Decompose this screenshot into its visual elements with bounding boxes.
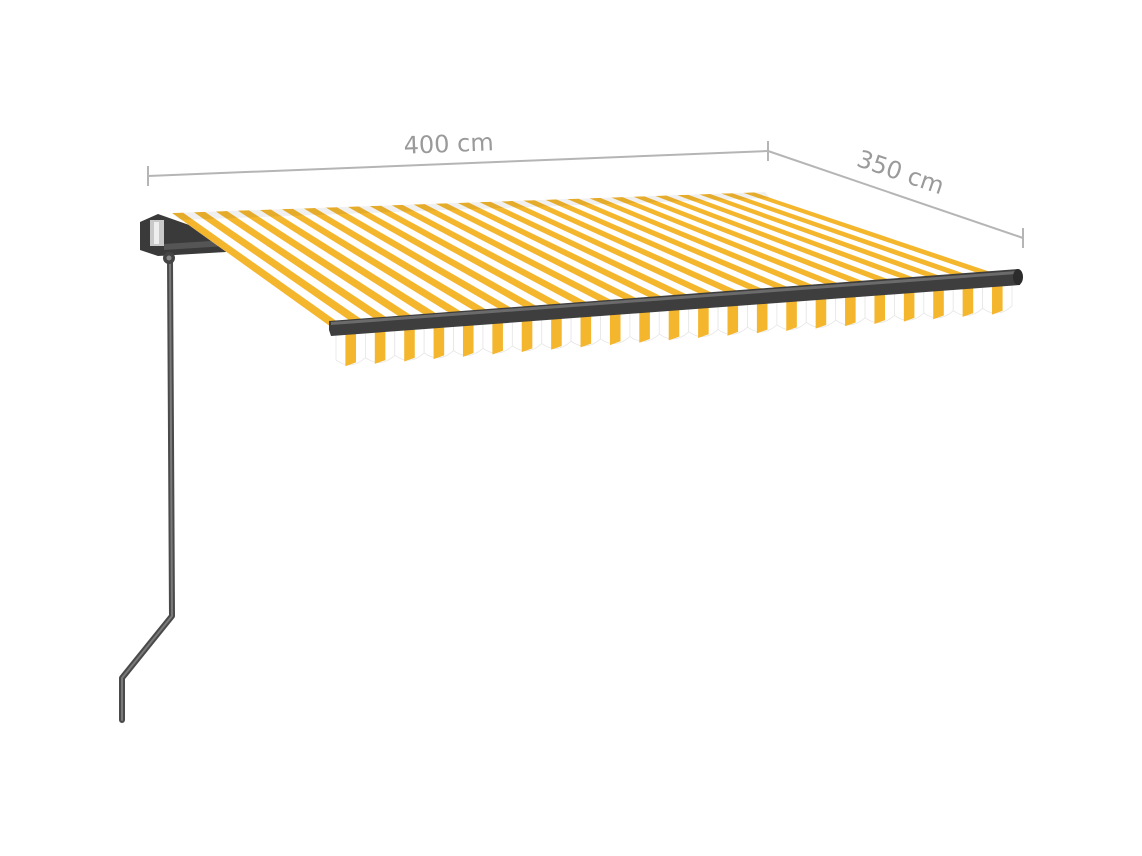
canopy-stripe	[457, 202, 667, 301]
canopy-stripe	[523, 200, 742, 294]
canopy-stripe	[501, 200, 717, 296]
canopy-stripe	[655, 195, 891, 282]
valance-tab	[668, 306, 680, 341]
valance-tab	[933, 287, 944, 320]
canopy-stripe	[545, 199, 767, 292]
canopy-stripe	[589, 197, 817, 288]
valance-tab	[698, 304, 709, 339]
canopy-stripe	[281, 208, 468, 317]
awning-canopy	[172, 192, 1003, 327]
valance-tab	[992, 282, 1003, 315]
awning-valance	[335, 281, 1013, 367]
valance-tab	[639, 308, 650, 343]
canopy-stripe	[721, 193, 966, 276]
wall-bracket	[140, 214, 226, 264]
valance-tab	[874, 291, 886, 324]
valance-tab	[727, 302, 739, 336]
canopy-stripe	[677, 194, 916, 280]
valance-tab	[521, 317, 533, 353]
canopy-stripe	[391, 204, 593, 307]
valance-tab	[404, 326, 415, 362]
canopy-stripe	[413, 204, 618, 305]
dimension-lines	[147, 141, 1024, 248]
width-dimension-label: 400 cm	[403, 128, 494, 160]
depth-dimension-label: 350 cm	[853, 145, 947, 201]
valance-tab	[903, 289, 915, 322]
canopy-stripe	[215, 211, 394, 323]
canopy-stripes	[172, 192, 991, 327]
valance-tab	[345, 330, 356, 367]
valance-tab	[962, 284, 974, 317]
valance-tab	[551, 315, 562, 350]
valance-tab	[756, 300, 768, 334]
valance-tab	[815, 295, 827, 329]
crank-handle	[119, 257, 175, 723]
canopy-stripe	[325, 207, 518, 313]
valance-tab	[845, 293, 856, 327]
canopy-stripe	[611, 197, 842, 286]
valance-tab	[609, 310, 621, 346]
width-dimension-line	[147, 150, 769, 177]
canopy-stripe	[237, 210, 419, 321]
canopy-stripe	[347, 206, 543, 311]
canopy-stripe	[369, 205, 568, 309]
depth-dimension-line	[767, 150, 1024, 239]
valance-tab	[433, 324, 445, 360]
valance-tab	[492, 319, 503, 355]
canopy-stripe	[479, 201, 692, 298]
canopy-stripe	[303, 207, 493, 315]
canopy-stripe	[699, 193, 941, 278]
canopy-stripe	[193, 211, 369, 325]
canopy-stripe	[743, 192, 991, 274]
canopy-stripe	[259, 209, 443, 319]
valance-tab	[462, 321, 474, 357]
valance-tab	[786, 297, 797, 331]
canopy-stripe	[633, 196, 867, 284]
canopy-stripe	[172, 212, 344, 327]
canopy-stripe	[567, 198, 792, 290]
front-bar	[329, 269, 1023, 336]
valance-tab	[374, 328, 386, 364]
canopy-stripe	[435, 203, 643, 303]
valance-tab	[580, 313, 592, 348]
